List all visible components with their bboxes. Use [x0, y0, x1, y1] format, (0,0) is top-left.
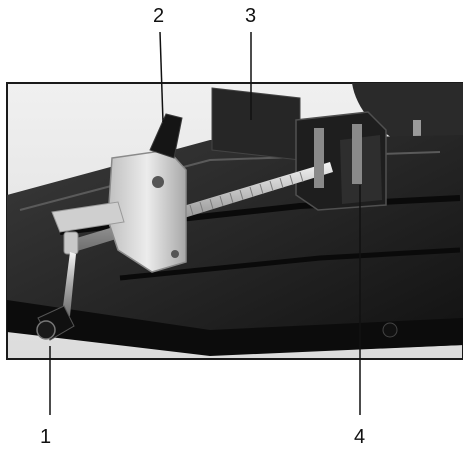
guide-plate — [51, 201, 125, 233]
jaw-post — [352, 124, 362, 184]
release-lever — [149, 113, 183, 159]
base-front-edge — [7, 300, 463, 356]
callout-label-3: 3 — [245, 5, 257, 27]
base-screw — [382, 322, 398, 338]
crank-arm — [62, 252, 76, 316]
fence-plate — [211, 87, 301, 161]
bracket-hole — [171, 250, 179, 258]
leader-line-2 — [159, 31, 164, 123]
crank-hub — [63, 231, 79, 255]
bracket-hole — [152, 176, 164, 188]
crank-knob-end — [36, 320, 56, 340]
callout-label-1: 1 — [40, 426, 52, 448]
jaw-post — [314, 128, 324, 188]
callout-label-2: 2 — [153, 5, 165, 27]
base-slot — [119, 247, 461, 281]
callout-label-4: 4 — [354, 426, 366, 448]
